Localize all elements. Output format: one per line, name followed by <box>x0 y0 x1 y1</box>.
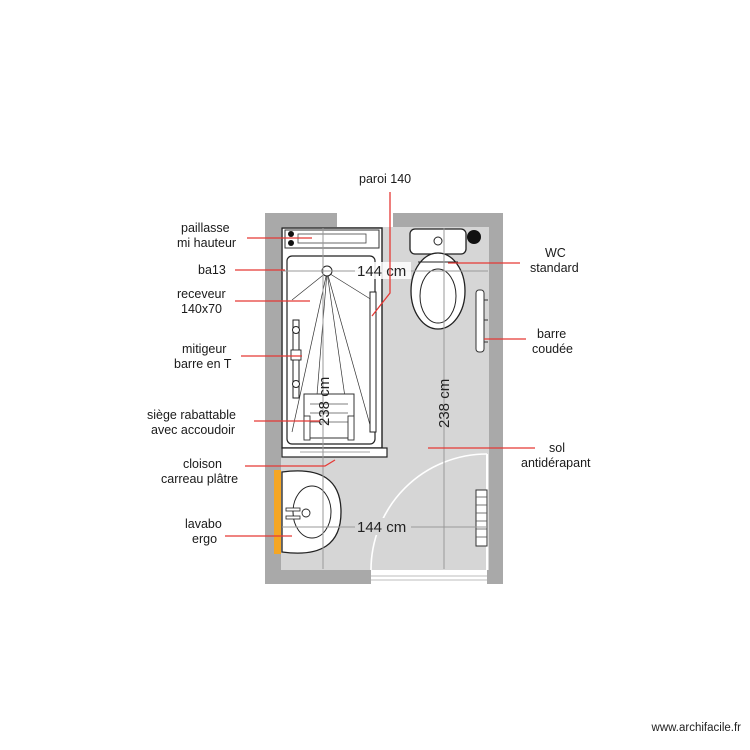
door-swing <box>370 453 488 571</box>
partition <box>281 447 388 458</box>
label-lavabo-1: lavabo <box>185 517 222 531</box>
label-ba13: ba13 <box>198 263 226 277</box>
label-receveur-1: receveur <box>177 287 226 301</box>
label-siege-2: avec accoudoir <box>151 423 235 437</box>
label-receveur-2: 140x70 <box>181 302 222 316</box>
label-barre-2: coudée <box>532 342 573 356</box>
dim-width-bottom: 144 cm <box>357 519 406 536</box>
sink-backsplash <box>274 470 281 554</box>
label-sol-2: antidérapant <box>521 456 591 470</box>
dim-width-top: 144 cm <box>357 263 406 280</box>
label-mitigeur-1: mitigeur <box>182 342 226 356</box>
label-sol-1: sol <box>549 441 565 455</box>
label-cloison-1: cloison <box>183 457 222 471</box>
label-wc-1: WC <box>545 246 566 260</box>
window <box>337 213 393 227</box>
label-lavabo-2: ergo <box>192 532 217 546</box>
label-wc-2: standard <box>530 261 579 275</box>
label-paillasse-1: paillasse <box>181 221 230 235</box>
dim-height-left: 238 cm <box>316 377 333 426</box>
label-barre-1: barre <box>537 327 566 341</box>
grab-bar <box>475 289 485 353</box>
leader-lines <box>225 192 535 537</box>
label-paroi: paroi 140 <box>359 172 411 186</box>
dim-height-right: 238 cm <box>436 379 453 428</box>
door-opening <box>371 570 487 584</box>
towel-radiator <box>475 489 488 547</box>
credit-link[interactable]: www.archifacile.fr <box>651 722 741 734</box>
label-mitigeur-2: barre en T <box>174 357 232 371</box>
shower-screen <box>369 291 377 433</box>
label-cloison-2: carreau plâtre <box>161 472 238 486</box>
wc-pipe <box>467 230 481 244</box>
label-paillasse-2: mi hauteur <box>177 236 236 250</box>
label-siege-1: siège rabattable <box>147 408 236 422</box>
